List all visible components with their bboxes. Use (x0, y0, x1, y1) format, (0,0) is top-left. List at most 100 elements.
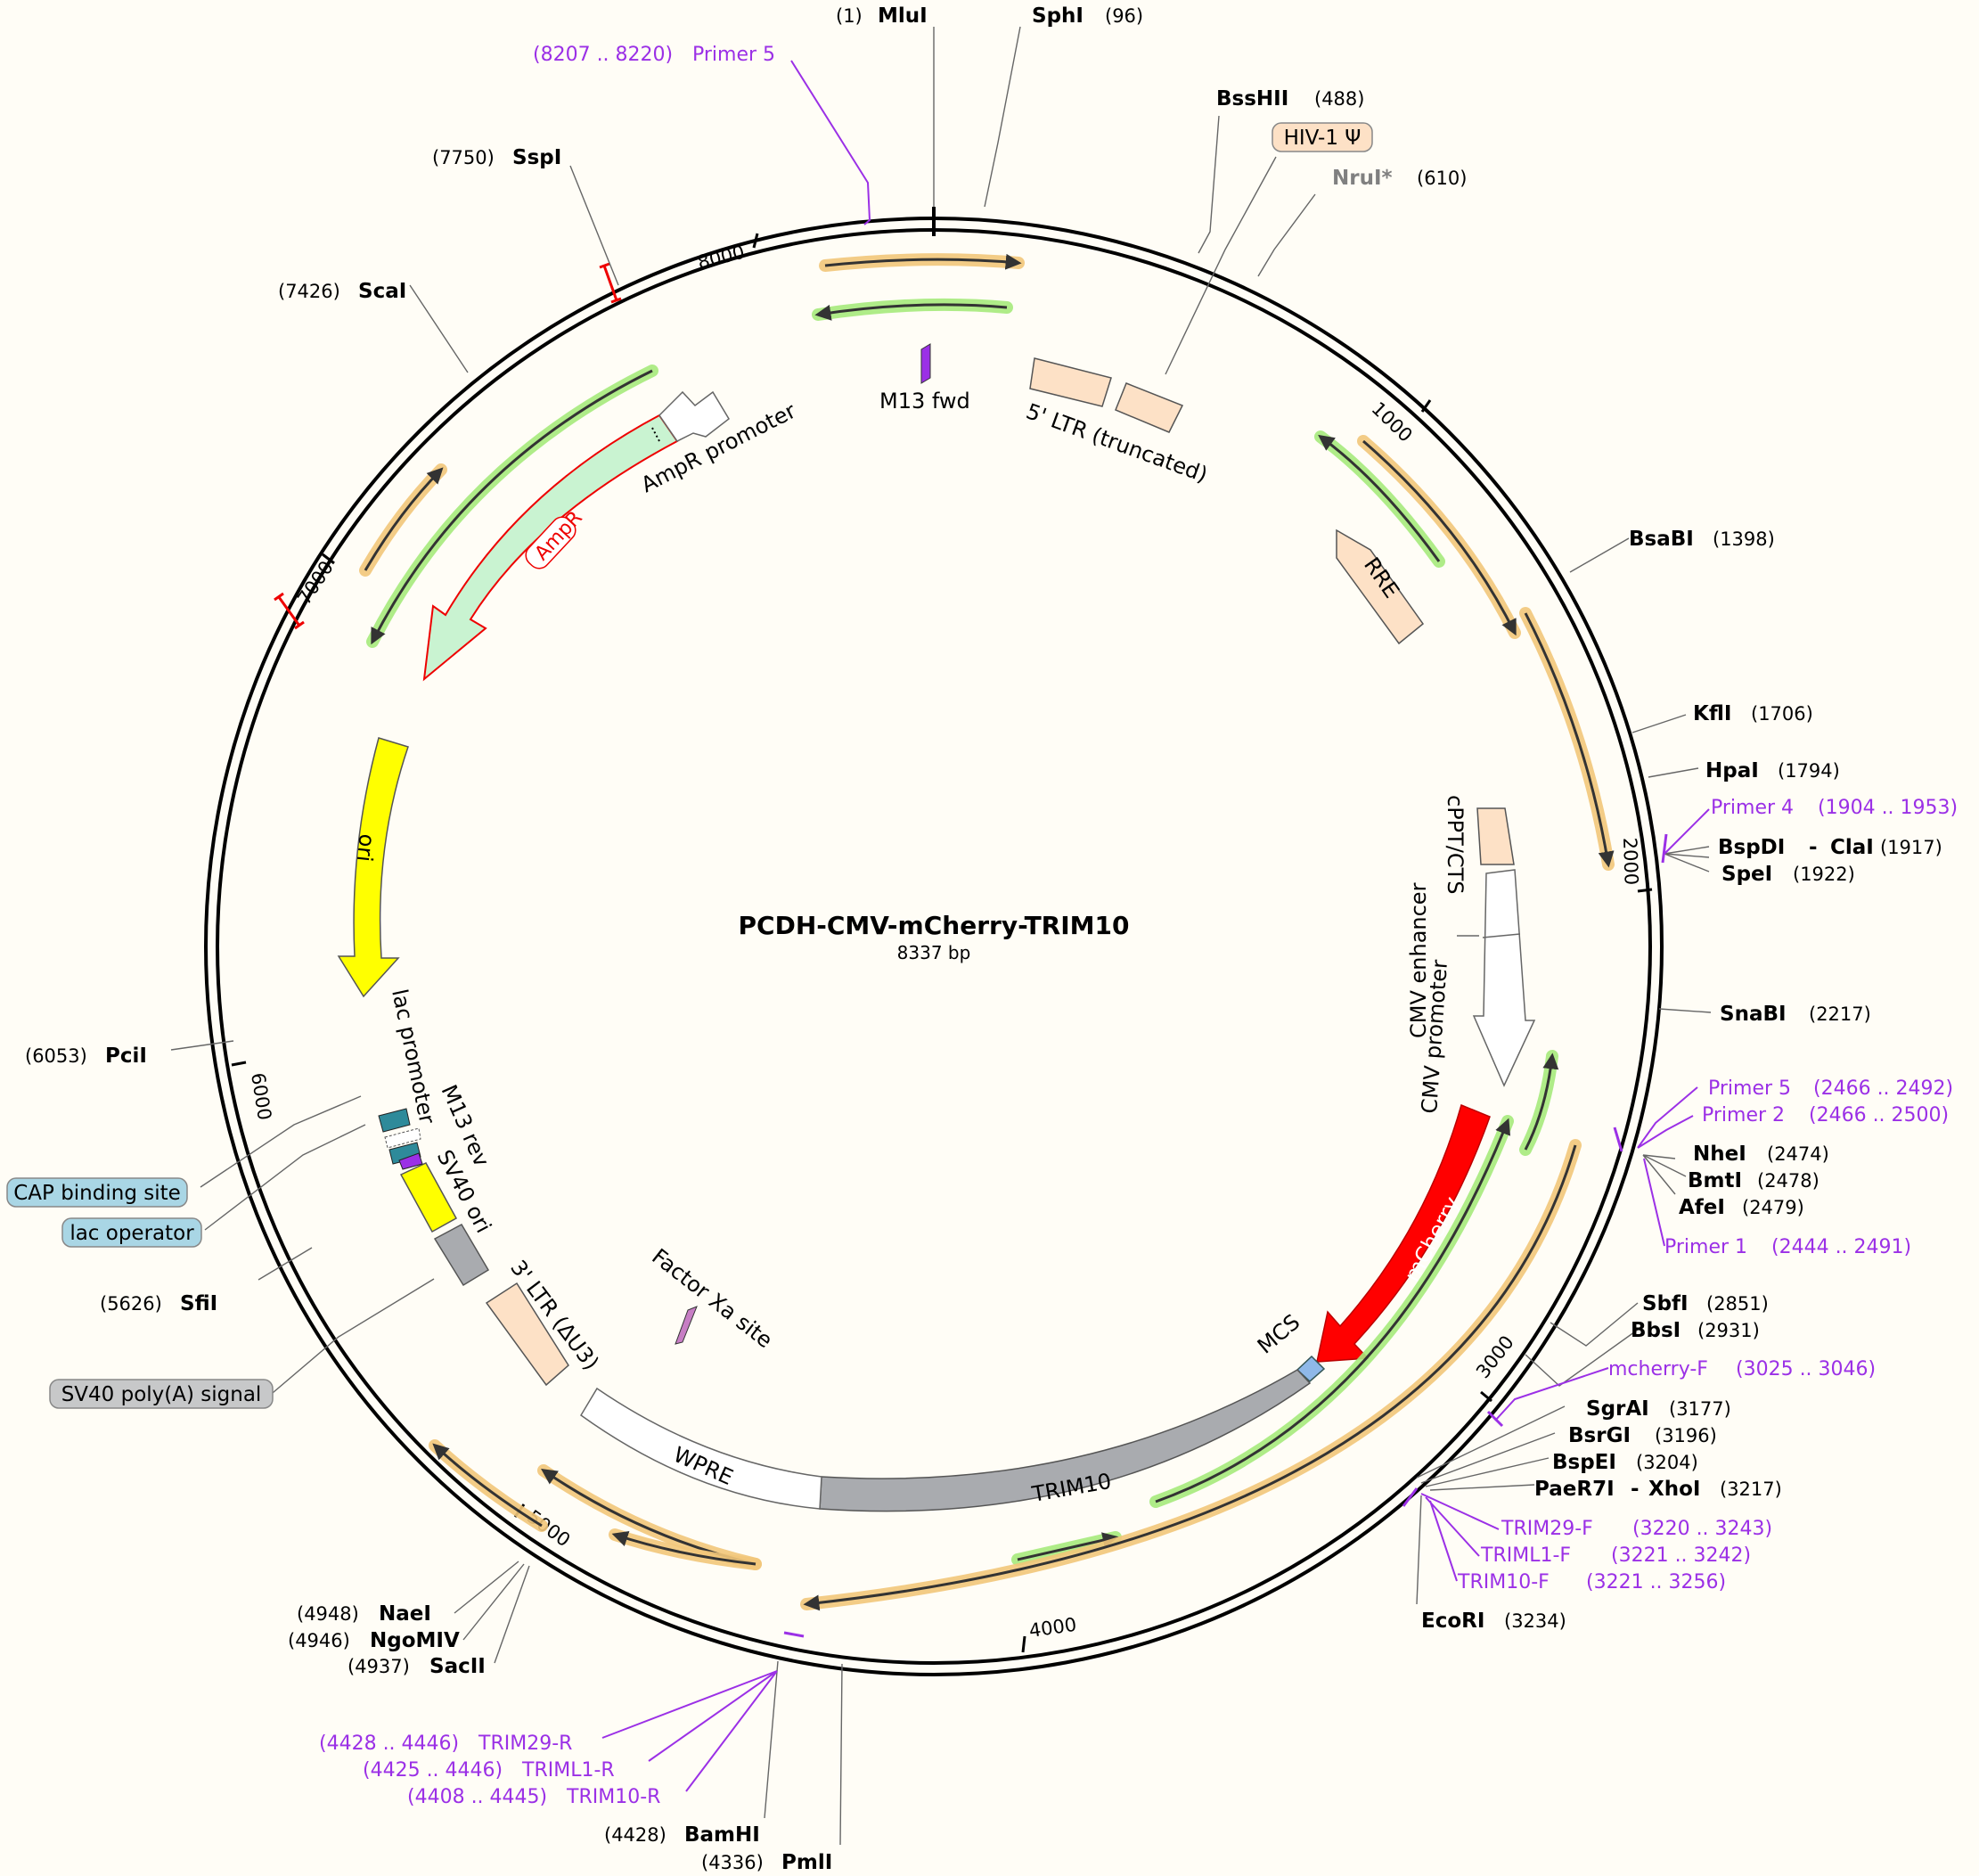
mcs-label: MCS (1253, 1309, 1304, 1358)
site-bsshii-name: BssHII (1216, 87, 1288, 111)
site-nhei-pos: (2474) (1767, 1143, 1829, 1165)
site-mlui-pos: (1) (836, 5, 863, 27)
site-kfli-pos: (1706) (1751, 703, 1813, 725)
primer2-name: Primer 2 (1702, 1104, 1785, 1126)
cmv-divider (1482, 933, 1521, 938)
cap-binding-callout: CAP binding site (6, 1177, 188, 1208)
trim29-r-range: (4428 .. 4446) (319, 1733, 459, 1755)
cmv-enhancer-label: CMV enhancer (1406, 882, 1431, 1038)
sv40-polya-label: SV40 poly(A) signal (61, 1383, 262, 1406)
site-sfii-name: SfiI (180, 1292, 217, 1315)
wpre-box (580, 1387, 822, 1510)
site-ecori-name: EcoRI (1421, 1610, 1484, 1633)
site-nrui-name: NruI* (1332, 167, 1393, 190)
site-bsabi-pos: (1398) (1713, 528, 1775, 550)
site-bspei-pos: (3204) (1636, 1452, 1698, 1473)
site-sfii-pos: (5626) (100, 1293, 162, 1315)
tick-marks: 8000 1000 2000 3000 4000 5000 6000 7000 (231, 207, 1653, 1653)
site-naei-pos: (4948) (297, 1603, 359, 1625)
triml1-f-range: (3221 .. 3242) (1611, 1544, 1751, 1567)
orf-left-green-line (371, 369, 653, 645)
lac-promoter-label: lac promoter (387, 987, 439, 1126)
site-paer7i-name: PaeR7I (1534, 1478, 1615, 1501)
site-nhei-name: NheI (1693, 1143, 1746, 1166)
trim10-r-name: TRIM10-R (566, 1786, 660, 1808)
tick-8000 (752, 233, 759, 249)
ltr5-box-1 (1029, 357, 1112, 407)
primer4-range: (1904 .. 1953) (1818, 797, 1958, 819)
ampr-promoter-arrow (658, 390, 730, 442)
factor-xa-label: Factor Xa site (647, 1244, 777, 1354)
tick-4000 (1021, 1635, 1026, 1653)
site-snabi-pos: (2217) (1809, 1004, 1871, 1025)
map-size: 8337 bp (897, 942, 971, 963)
primer5-top-name: Primer 5 (692, 44, 775, 66)
orf-green-long-line (1155, 1118, 1511, 1503)
site-bmti-pos: (2478) (1757, 1170, 1820, 1192)
site-sgrai-pos: (3177) (1669, 1398, 1731, 1420)
site-kfli-name: KflI (1693, 702, 1731, 725)
m13-fwd-marker (920, 343, 931, 384)
ori-arrow (337, 737, 409, 998)
site-ngomiv-pos: (4946) (288, 1630, 350, 1651)
tick-3000 (1480, 1390, 1492, 1403)
m13-rev-marker (398, 1152, 423, 1170)
orf-bottom-orange-long-line (803, 1144, 1577, 1611)
trim10-f-range: (3221 .. 3256) (1586, 1571, 1726, 1593)
primer5-right-range: (2466 .. 2492) (1813, 1077, 1953, 1100)
tick-label-6000: 6000 (247, 1071, 275, 1122)
site-sspi-pos: (7750) (432, 147, 495, 168)
tick-6000 (231, 1061, 247, 1067)
site-clai-name: ClaI (1830, 836, 1874, 859)
mcherry-f-range: (3025 .. 3046) (1736, 1358, 1876, 1380)
site-afei-name: AfeI (1679, 1196, 1725, 1219)
trim29-r-name: TRIM29-R (478, 1733, 572, 1755)
site-pcii-pos: (6053) (25, 1045, 87, 1067)
cap-binding-label: CAP binding site (13, 1182, 181, 1205)
tick-label-4000: 4000 (1027, 1614, 1077, 1642)
triml1-r-name: TRIML1-R (521, 1759, 615, 1782)
orf-green-short (1519, 1050, 1558, 1156)
site-spei-name: SpeI (1721, 863, 1772, 886)
site-ecori-pos: (3234) (1504, 1610, 1566, 1632)
orf-green-bottom-line (1017, 1532, 1119, 1561)
triml1-f-name: TRIML1-F (1480, 1544, 1571, 1567)
hiv-psi-callout: HIV-1 Ψ (1272, 122, 1373, 152)
site-sgrai-name: SgrAI (1586, 1397, 1649, 1421)
site-bamhi-name: BamHI (684, 1823, 760, 1847)
primer1-range: (2444 .. 2491) (1771, 1236, 1911, 1258)
trim29-f-name: TRIM29-F (1501, 1518, 1593, 1540)
site-sspi-name: SspI (512, 146, 561, 169)
site-bbsi-name: BbsI (1631, 1319, 1681, 1342)
tick-label-7000: 7000 (293, 557, 338, 609)
orf-bl-orange-2 (429, 1439, 548, 1532)
orf-right-orange-1-line (1362, 439, 1517, 636)
site-spei-pos: (1922) (1793, 864, 1855, 885)
site-scai-pos: (7426) (278, 281, 340, 302)
map-title: PCDH-CMV-mCherry-TRIM10 (739, 911, 1130, 940)
primer-leaders (601, 60, 1710, 1792)
mcherry-f-name: mcherry-F (1608, 1358, 1708, 1380)
triml1-r-range: (4425 .. 4446) (363, 1759, 503, 1782)
site-xhoi-name: XhoI (1648, 1478, 1700, 1501)
site-pmli-pos: (4336) (701, 1852, 764, 1873)
site-bspdi-dash: - (1809, 836, 1818, 859)
site-scai-name: ScaI (358, 280, 406, 303)
lac-promoter-box (384, 1127, 421, 1149)
cmv-arrow (1472, 869, 1536, 1087)
site-bsabi-name: BsaBI (1629, 528, 1694, 551)
site-pmli-name: PmlI (781, 1851, 832, 1874)
orf-bl-orange-3-line (611, 1530, 756, 1566)
tick-1000 (1420, 399, 1432, 413)
site-afei-pos: (2479) (1742, 1197, 1804, 1218)
mcherry-arrow (1316, 1103, 1491, 1363)
mcs-box (1296, 1355, 1326, 1383)
site-mlui-name: MluI (878, 4, 928, 28)
site-hpai-pos: (1794) (1778, 760, 1840, 782)
primer5-right-name: Primer 5 (1708, 1077, 1791, 1100)
primer4-name: Primer 4 (1711, 797, 1794, 819)
tick-label-2000: 2000 (1619, 837, 1642, 885)
site-sbfi-name: SbfI (1642, 1292, 1689, 1315)
site-bspei-name: BspEI (1552, 1451, 1616, 1474)
site-sacii-name: SacII (429, 1655, 486, 1678)
